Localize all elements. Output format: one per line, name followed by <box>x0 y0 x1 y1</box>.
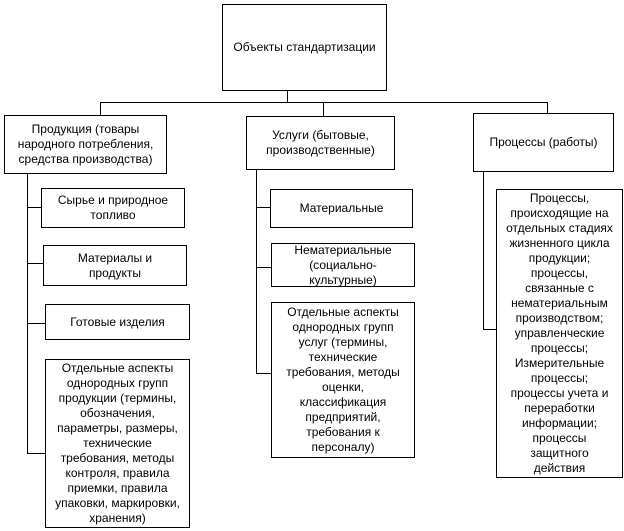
connector <box>256 207 270 208</box>
connector <box>27 453 45 454</box>
node-label: Готовые изделия <box>70 314 165 329</box>
services-child-aspects: Отдельные аспекты однородных групп услуг… <box>271 302 415 458</box>
services-child-material: Материальные <box>270 189 413 228</box>
services-child-nonmaterial: Нематериальные (социально- культурные) <box>271 243 415 287</box>
connector <box>27 263 43 264</box>
processes-child-list: Процессы, происходящие на отдельных стад… <box>496 189 623 478</box>
products-child-finished-goods: Готовые изделия <box>45 304 190 340</box>
connector <box>483 329 496 330</box>
node-label: Процессы (работы) <box>489 135 598 149</box>
connector <box>256 267 271 268</box>
node-label: Процессы, происходящие на отдельных стад… <box>506 191 613 475</box>
connector <box>483 171 484 329</box>
branch-processes: Процессы (работы) <box>473 113 614 172</box>
node-label: Нематериальные (социально- культурные) <box>294 242 392 287</box>
branch-services: Услуги (бытовые, производственные) <box>246 116 395 170</box>
node-label: Сырье и природное топливо <box>57 193 169 222</box>
node-label: Продукция (товары народного потребления,… <box>17 122 154 166</box>
connector <box>256 169 257 374</box>
connector <box>287 90 288 102</box>
node-label: Материальные <box>299 201 384 215</box>
products-child-materials: Материалы и продукты <box>43 245 187 286</box>
connector <box>27 173 28 454</box>
connector <box>27 323 45 324</box>
branch-products: Продукция (товары народного потребления,… <box>4 115 167 174</box>
products-child-raw-materials: Сырье и природное топливо <box>41 188 185 228</box>
root-node: Объекты стандартизации <box>222 4 387 91</box>
node-label: Услуги (бытовые, производственные) <box>266 128 375 157</box>
node-label: Отдельные аспекты однородных групп проду… <box>55 361 180 525</box>
node-label: Материалы и продукты <box>77 250 153 280</box>
products-child-aspects: Отдельные аспекты однородных групп проду… <box>45 359 190 528</box>
connector <box>547 102 548 113</box>
connector <box>256 373 271 374</box>
connector <box>100 102 548 103</box>
node-label: Объекты стандартизации <box>233 40 376 54</box>
node-label: Отдельные аспекты однородных групп услуг… <box>286 305 400 454</box>
connector <box>27 207 41 208</box>
connector <box>100 102 101 115</box>
connector <box>323 102 324 116</box>
